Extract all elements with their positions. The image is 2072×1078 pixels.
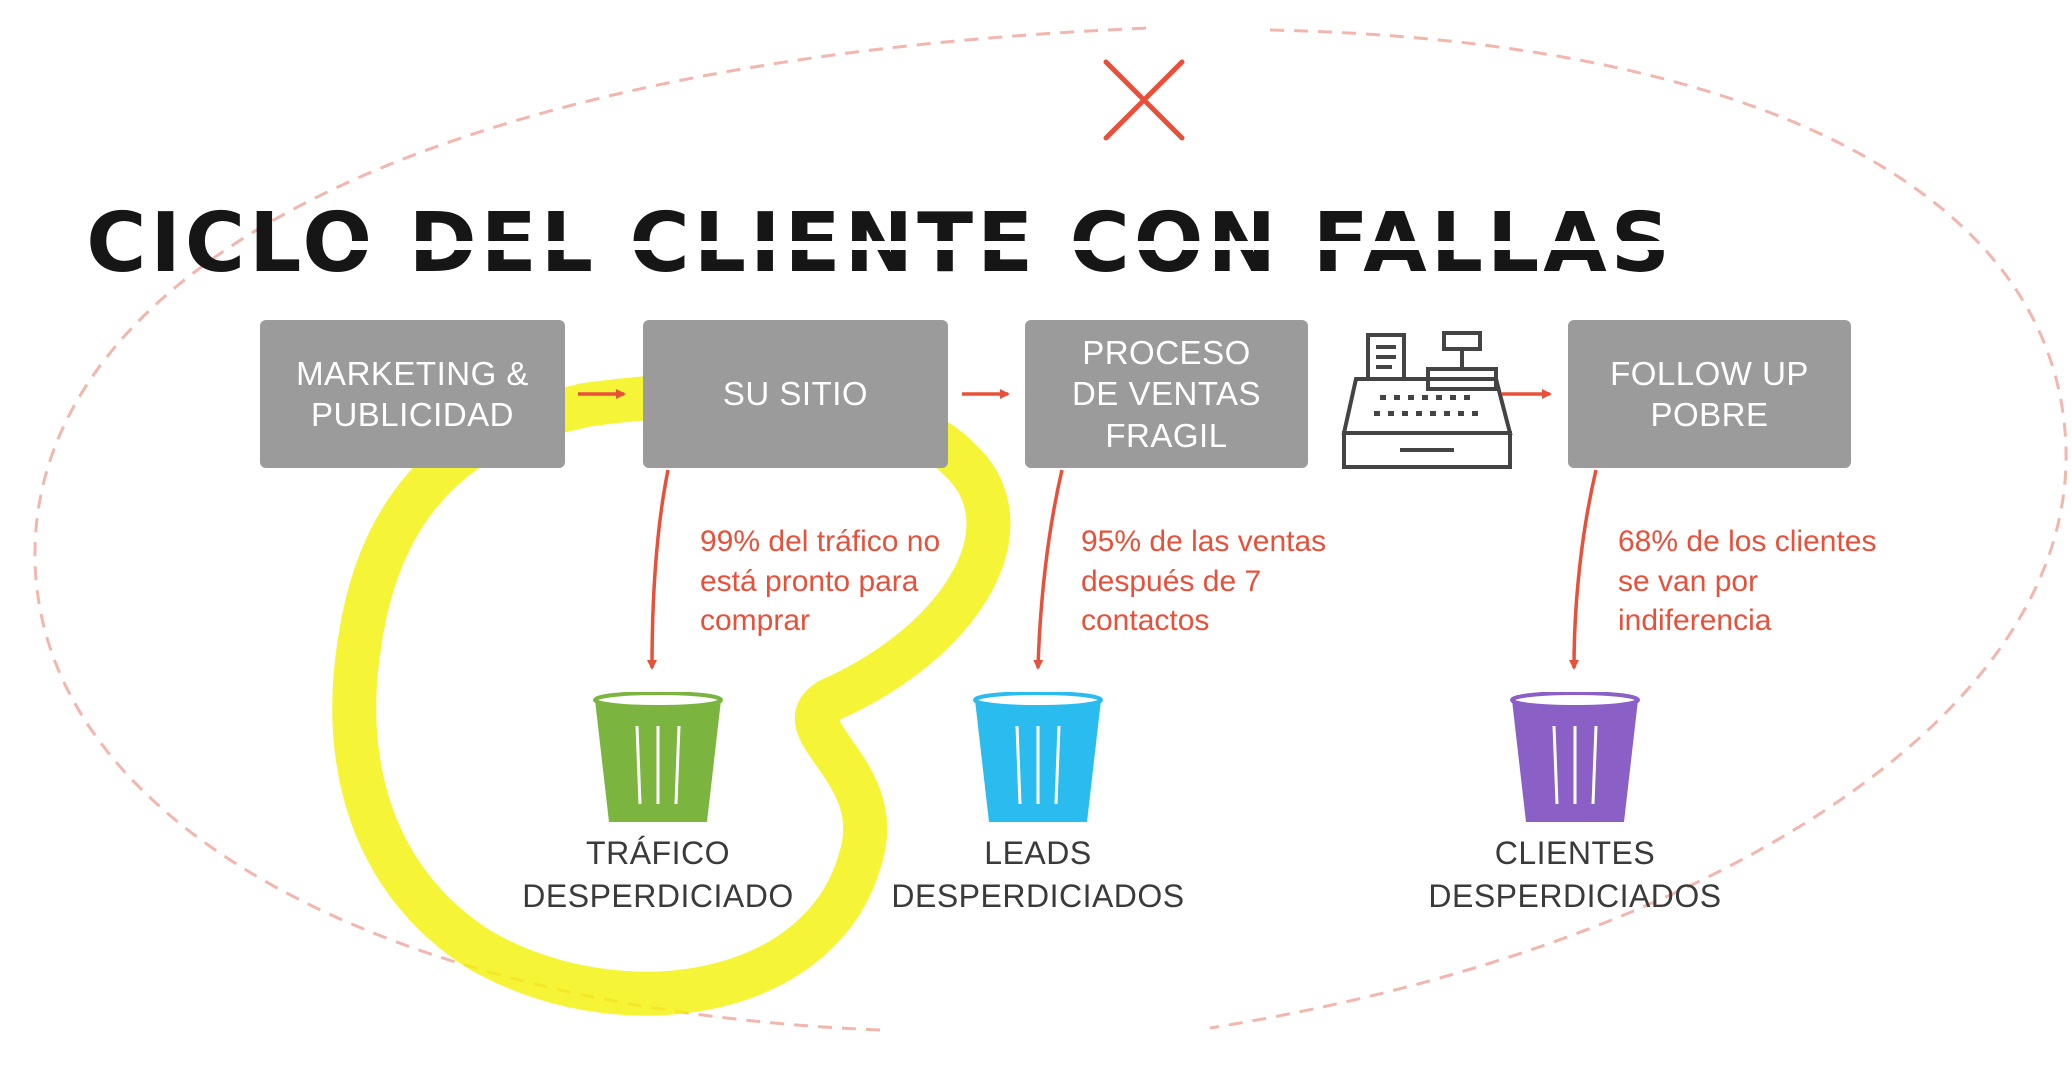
stage-sales-box: PROCESO DE VENTAS FRAGIL xyxy=(1025,320,1308,468)
arrow-sales-to-leads-bin xyxy=(1033,469,1064,670)
stage-marketing-box: MARKETING & PUBLICIDAD xyxy=(260,320,565,468)
cash-register-icon xyxy=(1341,331,1513,469)
trash-bin-icon xyxy=(973,692,1103,822)
arrow-followup-to-clients-bin xyxy=(1569,469,1598,670)
dashed-oval xyxy=(33,26,2068,1032)
bin-label-clients: CLIENTES DESPERDICIADOS xyxy=(1428,835,1722,914)
bin-label-traffic: TRÁFICO DESPERDICIADO xyxy=(522,835,794,914)
stage-followup-box: FOLLOW UP POBRE xyxy=(1568,320,1851,468)
x-mark-icon xyxy=(1103,59,1185,141)
stage-site-box: SU SITIO xyxy=(643,320,948,468)
note-traffic: 99% del tráfico no está pronto para comp… xyxy=(700,525,941,638)
highlighter-scribble xyxy=(332,373,1011,1016)
trash-bin-icon xyxy=(593,692,723,822)
arrow-site-to-traffic-bin xyxy=(647,469,670,670)
title-cut-line xyxy=(330,241,1770,250)
note-sales: 95% de las ventas después de 7 contactos xyxy=(1081,525,1327,638)
bin-label-leads: LEADS DESPERDICIADOS xyxy=(891,835,1185,914)
note-clients: 68% de los clientes se van por indiferen… xyxy=(1618,525,1877,638)
trash-bin-icon xyxy=(1510,692,1640,822)
